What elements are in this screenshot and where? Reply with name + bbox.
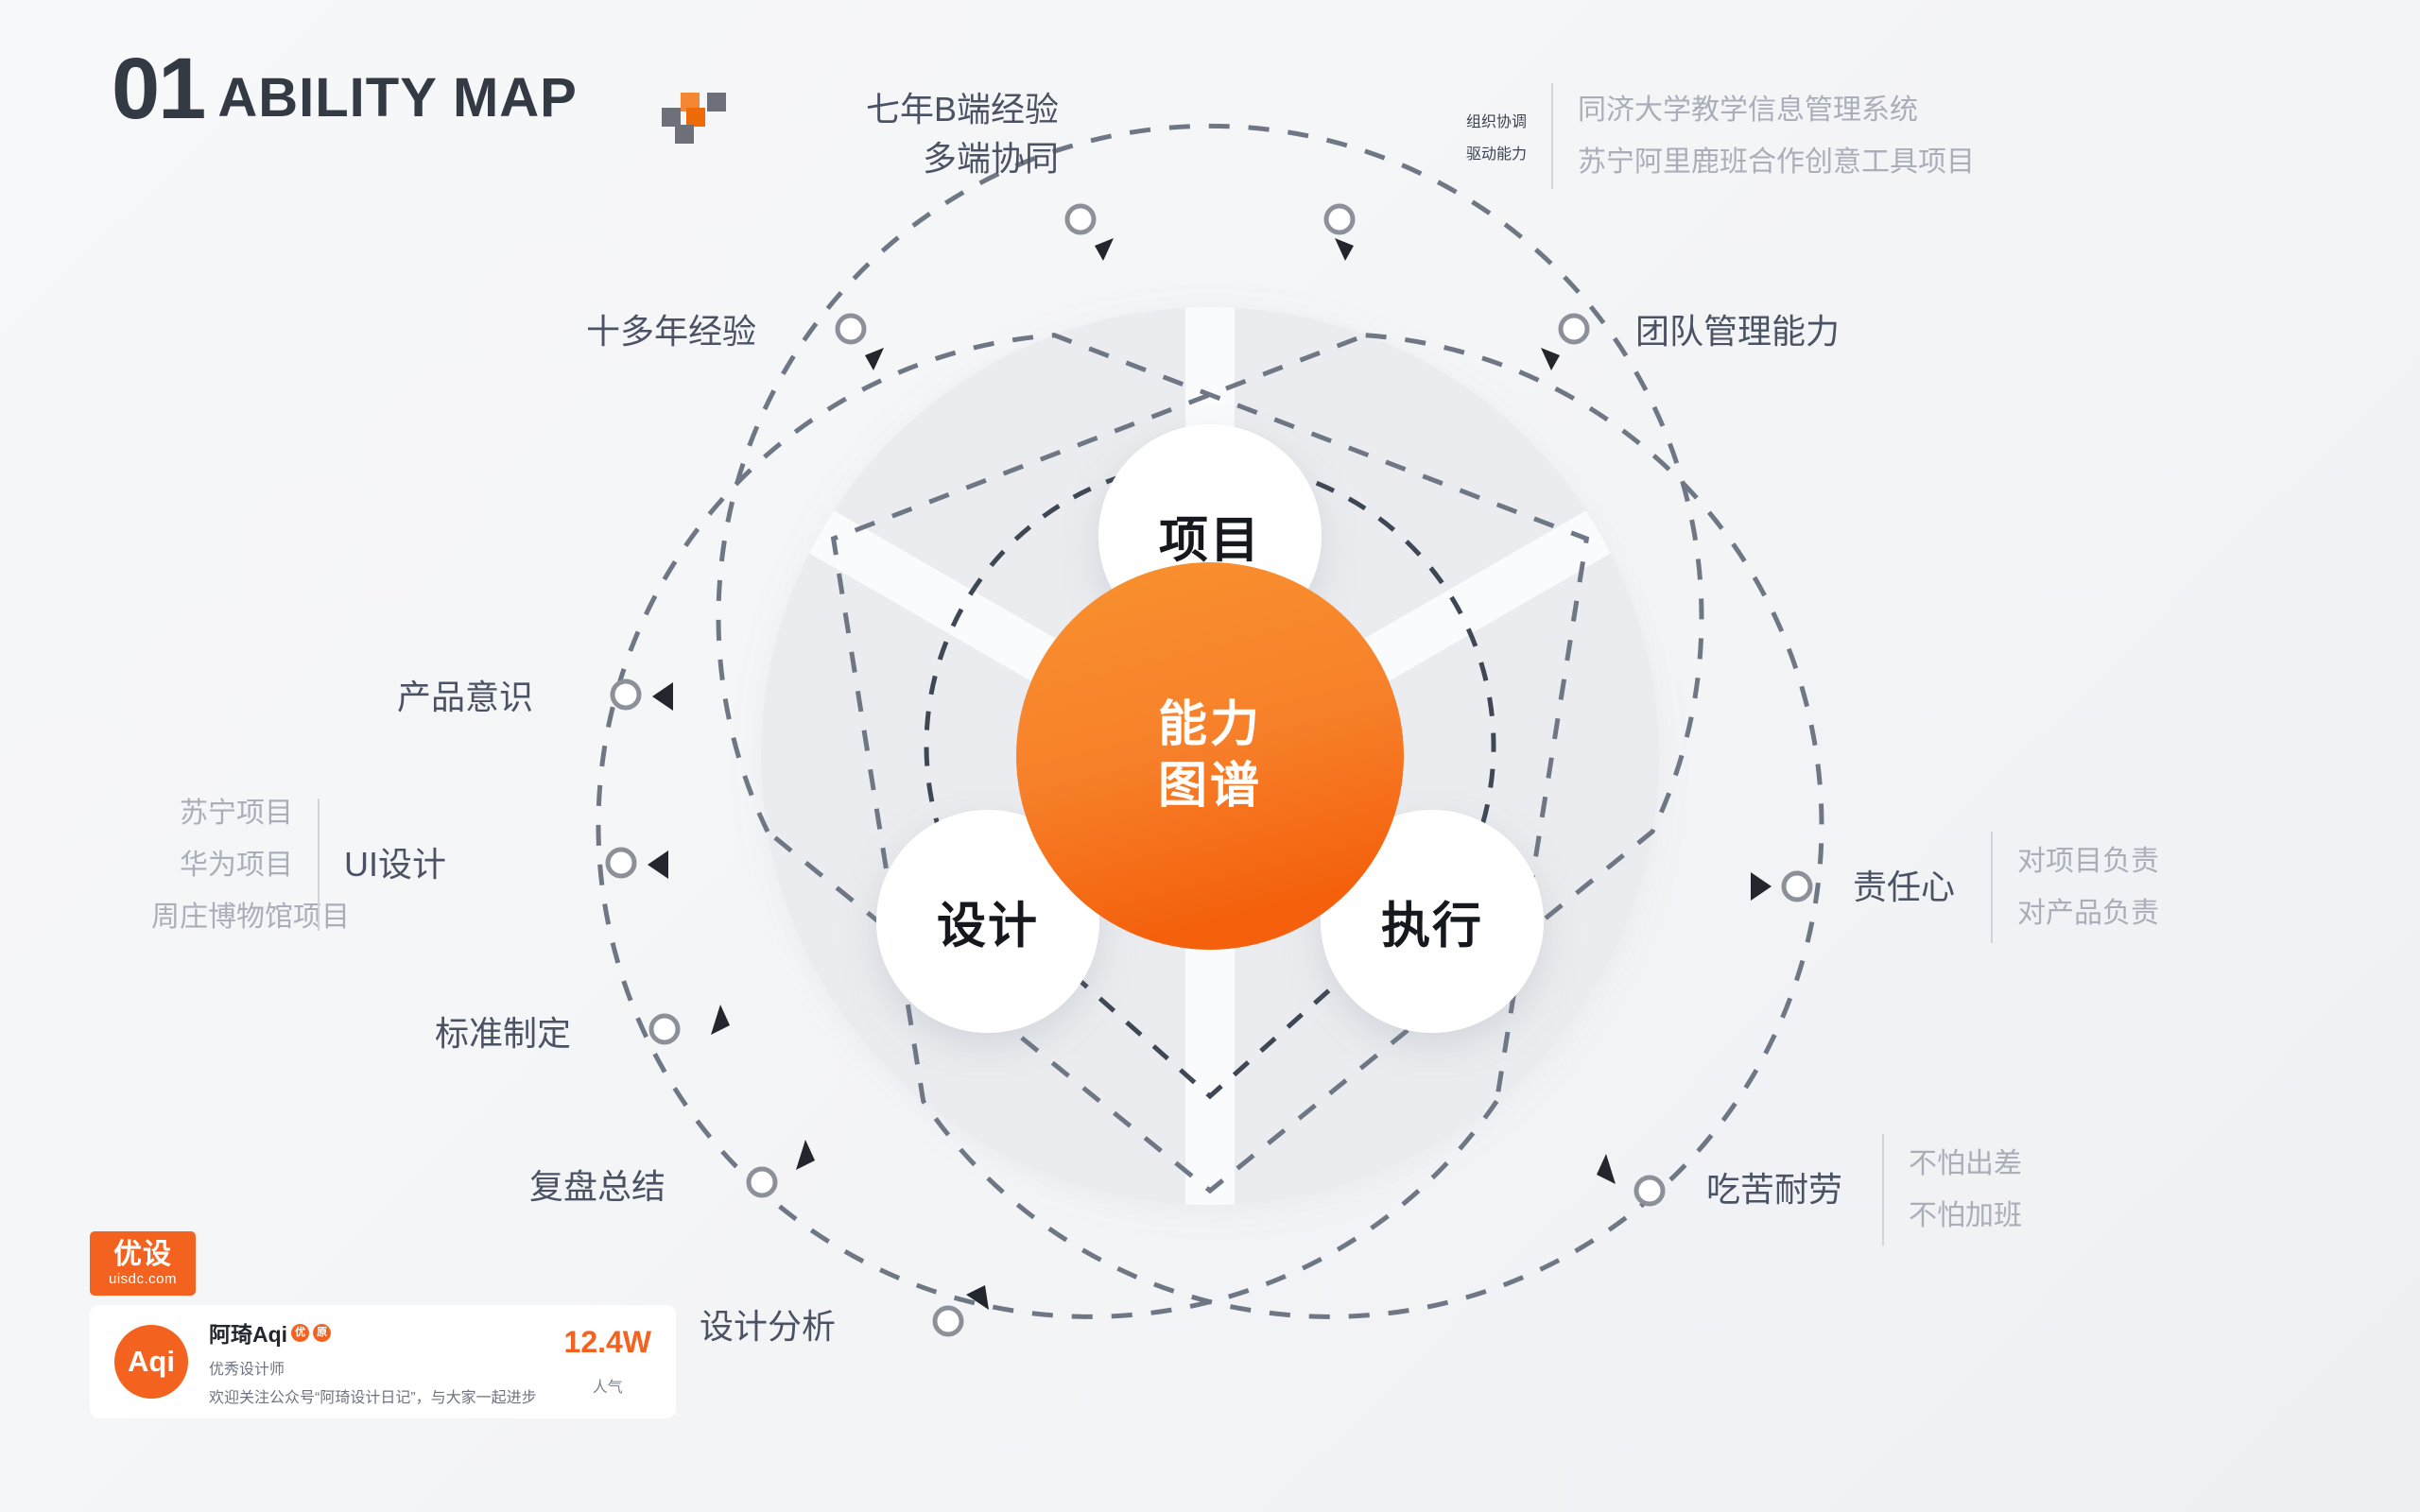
divider-ui xyxy=(318,799,320,931)
arrow-review xyxy=(796,1140,815,1170)
marker-ring-ui xyxy=(605,847,637,879)
label-analysis: 设计分析 xyxy=(700,1307,837,1346)
arrow-product xyxy=(652,682,673,711)
label-ui-detail-1: 苏宁项目 xyxy=(180,797,293,829)
marker-ring-review xyxy=(746,1166,778,1198)
label-top-right: 组织协调 驱动能力 同济大学教学信息管理系统 苏宁阿里鹿班合作创意工具项目 xyxy=(1352,83,1975,189)
label-top-right-line2: 驱动能力 xyxy=(1465,146,1527,163)
label-hardwork-detail-1: 不怕出差 xyxy=(1909,1148,2022,1179)
arrow-ui xyxy=(648,850,668,879)
core-circle xyxy=(1016,562,1404,950)
deco-dot-3-icon xyxy=(662,108,681,127)
deco-dot-5-icon xyxy=(675,125,694,144)
label-team: 团队管理能力 xyxy=(1635,312,1841,351)
label-top-left: 七年B端经验 多端协同 xyxy=(832,85,1059,183)
node-circle-execution xyxy=(1321,810,1544,1033)
divider-top-right xyxy=(1551,83,1553,189)
divider-hardwork xyxy=(1882,1134,1884,1246)
label-product: 产品意识 xyxy=(397,678,534,716)
section-title-text: ABILITY MAP xyxy=(217,66,578,129)
author-card[interactable]: Aqi 阿琦Aqi 优 原 优秀设计师 欢迎关注公众号“阿琦设计日记”，与大家一… xyxy=(90,1305,676,1418)
marker-ring-team xyxy=(1558,313,1590,345)
label-hardwork-detail-2: 不怕加班 xyxy=(1909,1200,2022,1231)
label-hardwork: 吃苦耐劳 不怕出差 不怕加班 xyxy=(1706,1134,2022,1246)
decorative-dots-icon xyxy=(662,83,728,144)
arrow-experience xyxy=(865,348,884,370)
avatar: Aqi xyxy=(114,1325,188,1399)
author-name: 阿琦Aqi xyxy=(209,1322,288,1347)
section-number: 01 xyxy=(112,41,206,137)
arrow-top-left xyxy=(1095,238,1114,261)
label-ui: 苏宁项目 华为项目 周庄博物馆项目 UI设计 xyxy=(151,798,447,933)
label-top-right-line1: 组织协调 xyxy=(1465,114,1527,130)
badge-excellent-icon: 优 xyxy=(291,1323,310,1342)
label-ui-text: UI设计 xyxy=(344,844,447,884)
core-label-line1: 能力 xyxy=(1157,697,1263,752)
author-note: 欢迎关注公众号“阿琦设计日记”，与大家一起进步 xyxy=(209,1390,537,1406)
uisdc-logo: 优设 uisdc.com xyxy=(90,1231,196,1296)
label-top-left-line1: 七年B端经验 xyxy=(865,90,1059,129)
deco-dot-4-icon xyxy=(686,108,705,127)
deco-dot-1-icon xyxy=(681,93,700,112)
core-label: 能力 图谱 xyxy=(1158,695,1262,817)
label-top-right-detail-1: 同济大学教学信息管理系统 xyxy=(1578,94,1918,126)
marker-ring-standard xyxy=(648,1013,681,1045)
arrow-standard xyxy=(711,1005,730,1035)
label-top-left-line2: 多端协同 xyxy=(922,139,1059,179)
popularity-label: 人气 xyxy=(592,1380,623,1396)
label-responsibility-text: 责任心 xyxy=(1853,867,1956,906)
arrow-responsibility xyxy=(1751,872,1772,901)
arrow-hardwork xyxy=(1597,1154,1616,1184)
label-hardwork-text: 吃苦耐劳 xyxy=(1706,1169,1843,1209)
label-ui-detail-3: 周庄博物馆项目 xyxy=(151,901,350,933)
core-label-line2: 图谱 xyxy=(1157,759,1263,814)
label-ui-detail-2: 华为项目 xyxy=(180,849,293,881)
author-role: 优秀设计师 xyxy=(209,1362,285,1378)
marker-ring-responsibility xyxy=(1781,870,1813,902)
marker-ring-top-left xyxy=(1064,203,1097,235)
marker-ring-analysis xyxy=(932,1305,964,1337)
badge-original-icon: 原 xyxy=(313,1323,332,1342)
popularity-count: 12.4W xyxy=(563,1325,651,1359)
marker-ring-experience xyxy=(835,313,867,345)
marker-ring-product xyxy=(610,679,642,711)
arrow-team xyxy=(1541,348,1560,370)
arrow-top-right xyxy=(1335,238,1354,261)
label-responsibility-detail-1: 对项目负责 xyxy=(2017,846,2159,877)
label-experience: 十多年经验 xyxy=(586,312,757,351)
outer-dashed-outlines xyxy=(596,123,1824,1319)
uisdc-logo-cn: 优设 xyxy=(113,1239,172,1270)
label-top-right-detail-2: 苏宁阿里鹿班合作创意工具项目 xyxy=(1578,146,1975,178)
connector-markers xyxy=(605,203,1813,1337)
page-title: 01 ABILITY MAP xyxy=(112,41,578,137)
node-label-design: 设计 xyxy=(936,899,1040,954)
arrow-analysis xyxy=(966,1285,989,1310)
label-standard: 标准制定 xyxy=(435,1014,572,1053)
marker-ring-top-right xyxy=(1323,203,1356,235)
deco-dot-2-icon xyxy=(707,93,726,112)
uisdc-logo-domain: uisdc.com xyxy=(108,1271,178,1287)
node-label-project: 项目 xyxy=(1158,513,1262,569)
node-label-execution: 执行 xyxy=(1380,899,1484,954)
divider-responsibility xyxy=(1991,832,1993,943)
marker-ring-hardwork xyxy=(1634,1175,1666,1207)
label-review: 复盘总结 xyxy=(529,1167,666,1206)
label-responsibility-detail-2: 对产品负责 xyxy=(2017,898,2159,929)
node-circle-design xyxy=(876,810,1099,1033)
author-name-row: 阿琦Aqi 优 原 xyxy=(209,1316,551,1349)
label-responsibility: 责任心 对项目负责 对产品负责 xyxy=(1853,832,2159,943)
